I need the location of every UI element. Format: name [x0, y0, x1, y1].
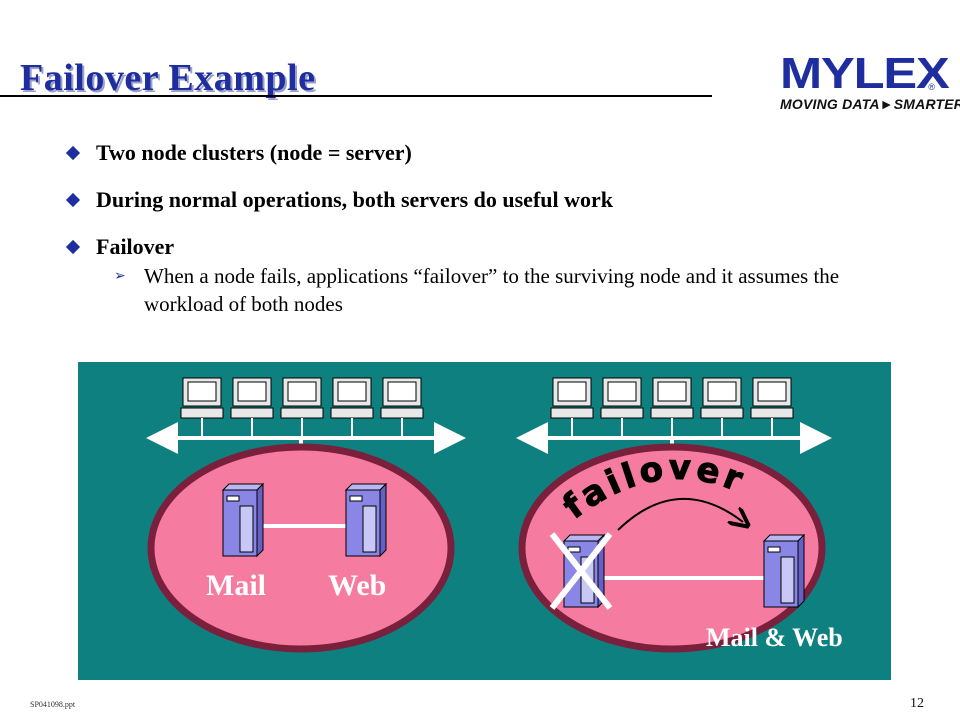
- computer-icon: [230, 377, 274, 436]
- bullet-item: Two node clusters (node = server): [65, 138, 928, 168]
- computer-icon: [380, 377, 424, 436]
- failover-diagram: Mail Web: [78, 362, 891, 680]
- cluster-left: [147, 443, 455, 653]
- failover-arc-arrow: [617, 497, 743, 531]
- bullet-text: Two node clusters (node = server): [96, 140, 412, 165]
- computer-icon: [330, 377, 374, 436]
- server-icon: [221, 482, 265, 558]
- computer-icon: [180, 377, 224, 436]
- server-icon: [344, 482, 388, 558]
- client-computers-left: [180, 377, 424, 436]
- sub-bullet-text: When a node fails, applications “failove…: [144, 264, 840, 316]
- bullet-text: During normal operations, both servers d…: [96, 187, 614, 212]
- web-label: Web: [328, 569, 386, 602]
- client-computers-right: [550, 377, 794, 436]
- sub-bullet-item: ➢ When a node fails, applications “failo…: [68, 262, 904, 318]
- failover-diagram-svg: Mail Web: [146, 377, 843, 653]
- diamond-bullet-icon: [65, 239, 81, 255]
- computer-icon: [650, 377, 694, 436]
- bullet-list: Two node clusters (node = server) During…: [65, 138, 928, 318]
- bullet-item: Failover: [65, 232, 928, 262]
- surviving-server-icon: [762, 533, 806, 609]
- title-underline: [0, 95, 712, 97]
- logo-wordmark: MYLEX: [780, 49, 950, 98]
- computer-icon: [750, 377, 794, 436]
- computer-icon: [280, 377, 324, 436]
- computer-icon: [600, 377, 644, 436]
- bullet-item: During normal operations, both servers d…: [65, 185, 928, 215]
- diamond-bullet-icon: [65, 192, 81, 208]
- mail-and-web-label: Mail & Web: [706, 623, 843, 652]
- logo-tagline: MOVING DATA►SMARTER: [780, 96, 960, 112]
- bullet-text: Failover: [96, 234, 175, 259]
- page-number: 12: [910, 696, 924, 711]
- mylex-logo: MYLEX ® MOVING DATA►SMARTER: [780, 52, 960, 116]
- footer-filename: SP041098.ppt: [30, 700, 76, 709]
- failure-x-icon: [549, 532, 613, 610]
- diamond-bullet-icon: [65, 145, 81, 161]
- computer-icon: [550, 377, 594, 436]
- mail-label: Mail: [206, 569, 266, 602]
- arrow-bullet-icon: ➢: [114, 268, 126, 284]
- slide-title: Failover Example: [20, 57, 316, 99]
- logo-registered-mark: ®: [928, 82, 935, 92]
- computer-icon: [700, 377, 744, 436]
